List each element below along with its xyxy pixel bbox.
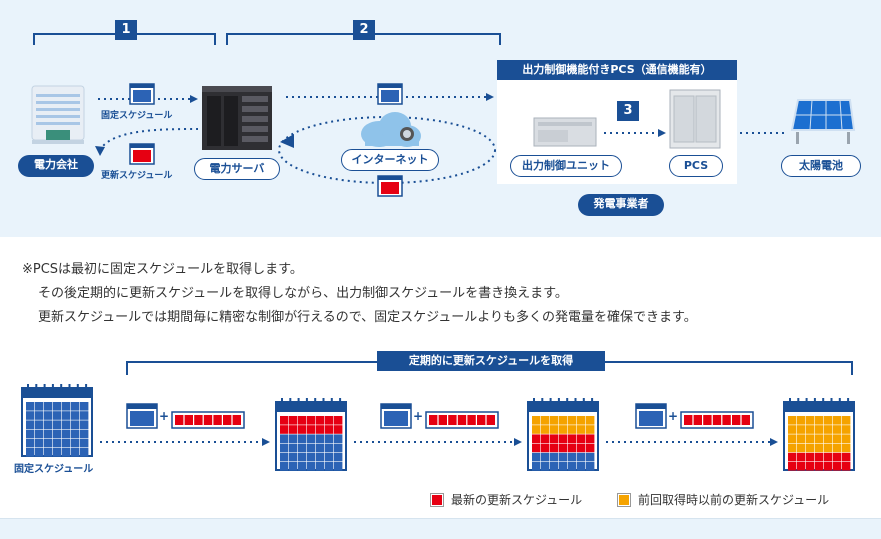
legend-previous-text: 前回取得時以前の更新スケジュール (638, 493, 830, 507)
schedule-flow: + + + (21, 384, 855, 471)
pcs-cabinet-icon (669, 89, 721, 149)
flow-update-bar-2 (425, 411, 499, 429)
flow-update-bar-1 (171, 411, 245, 429)
flow-update-bar-3 (680, 411, 754, 429)
power-company-label: 電力会社 (18, 155, 94, 177)
power-server-label: 電力サーバ (194, 158, 280, 180)
legend-latest-text: 最新の更新スケジュール (451, 493, 583, 507)
flow-plus-3: + (668, 409, 678, 423)
output-control-unit-label: 出力制御ユニット (510, 155, 622, 177)
solar-panel-label: 太陽電池 (781, 155, 861, 177)
calendar-server-plant-icon (377, 83, 403, 105)
flow-small-calendar-1 (126, 403, 158, 429)
flow-plus-1: + (159, 409, 169, 423)
periodic-update-title: 定期的に更新スケジュールを取得 (377, 351, 605, 371)
flow-small-calendar-3 (635, 403, 667, 429)
pcs-with-comm-title: 出力制御機能付きPCS（通信機能有） (497, 60, 737, 80)
legend-latest: 最新の更新スケジュール (430, 491, 583, 508)
update-schedule-caption: 更新スケジュール (101, 171, 173, 181)
power-server-icon (202, 86, 272, 150)
step-3-badge: 3 (617, 101, 639, 121)
arrow-internet-to-server (280, 134, 294, 148)
arrow-company-to-server (98, 95, 198, 103)
calendar-fixed-icon (129, 83, 155, 105)
legend-red-swatch (430, 492, 444, 507)
note-line-3: 更新スケジュールでは期間毎に精密な制御が行えるので、固定スケジュールよりも多くの… (38, 310, 697, 325)
flow-arrow-3-head (770, 438, 778, 446)
calendar-step-2 (527, 398, 599, 471)
calendar-internet-icon (377, 175, 403, 197)
pcs-label: PCS (669, 155, 723, 177)
arrow-pcs-to-solar (740, 132, 786, 134)
solar-panel-icon (790, 99, 856, 144)
power-company-building-icon (31, 85, 85, 144)
calendar-update-icon (129, 143, 155, 165)
note-line-2: その後定期的に更新スケジュールを取得しながら、出力制御スケジュールを書き換えます… (38, 286, 568, 301)
legend-previous: 前回取得時以前の更新スケジュール (617, 491, 830, 508)
step-1-badge: 1 (115, 20, 137, 40)
calendar-step-3 (783, 398, 855, 471)
step-2-badge: 2 (353, 20, 375, 40)
flow-arrow-2-head (514, 438, 522, 446)
calendar-step-1 (275, 398, 347, 471)
arrow-server-to-plant (286, 93, 494, 101)
bottom-band (0, 518, 881, 539)
flow-small-calendar-2 (380, 403, 412, 429)
arrow-server-to-company (95, 128, 199, 156)
cloud-icon (361, 112, 421, 147)
fixed-schedule-caption: 固定スケジュール (101, 111, 173, 121)
arrow-unit-to-pcs (604, 129, 666, 137)
note-line-1: ※PCSは最初に固定スケジュールを取得します。 (22, 262, 303, 277)
notes: ※PCSは最初に固定スケジュールを取得します。 その後定期的に更新スケジュールを… (22, 258, 697, 330)
flow-arrow-1-head (262, 438, 270, 446)
calendar-step-0 (21, 384, 93, 457)
output-control-unit-icon (533, 117, 597, 147)
flow-plus-2: + (413, 409, 423, 423)
legend-orange-swatch (617, 492, 631, 507)
internet-label: インターネット (341, 149, 439, 171)
operator-label: 発電事業者 (578, 194, 664, 216)
flow-start-label: 固定スケジュール (14, 464, 94, 475)
